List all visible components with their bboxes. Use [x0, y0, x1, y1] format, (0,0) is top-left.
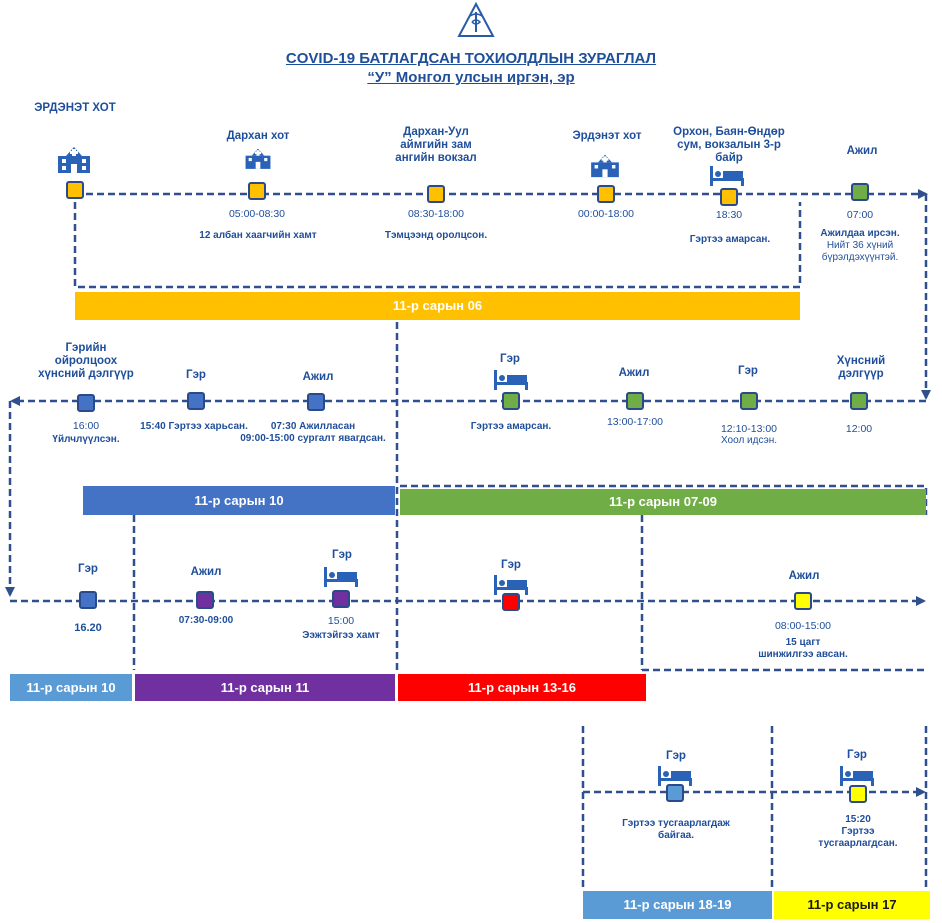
stop-node	[794, 592, 812, 610]
date-band: 11-р сарын 10	[83, 486, 395, 515]
stop-label: Гэр	[500, 353, 520, 365]
date-band: 11-р сарын 10	[10, 674, 132, 701]
stop-note: Гэртээ тусгаарлагдсан.	[818, 826, 898, 849]
stop-label: Гэр	[78, 563, 98, 575]
stop-note: 07:30 Ажилласан 09:00-15:00 сургалт яваг…	[240, 421, 386, 444]
stop-node	[307, 393, 325, 411]
stop-label: ЭРДЭНЭТ ХОТ	[34, 102, 116, 114]
bed-icon	[494, 370, 528, 390]
stop-note: 15:40 Гэртээ харьсан.	[140, 421, 248, 432]
date-band: 11-р сарын 06	[75, 292, 800, 320]
stop-node	[849, 785, 867, 803]
stop-node	[187, 392, 205, 410]
date-band: 11-р сарын 11	[135, 674, 395, 701]
stop-node	[850, 392, 868, 410]
stop-node	[79, 591, 97, 609]
date-band: 11-р сарын 18-19	[583, 891, 772, 919]
stop-time: 12:00	[845, 423, 873, 435]
stop-node	[626, 392, 644, 410]
stop-label: Гэр	[738, 365, 758, 377]
stop-time: 16.20	[74, 622, 102, 634]
stop-label: Гэр	[186, 369, 206, 381]
date-band: 11-р сарын 17	[774, 891, 930, 919]
hospital-icon	[591, 154, 619, 178]
stop-node	[196, 591, 214, 609]
stop-label: Орхон, Баян-Өндөр сум, вокзалын 3-р байр	[673, 126, 785, 164]
stop-label: Ажил	[788, 570, 820, 582]
stop-node	[720, 188, 738, 206]
stop-node	[502, 392, 520, 410]
stop-label: Ажил	[190, 566, 222, 578]
medical-emblem-icon	[457, 2, 495, 37]
bed-icon	[710, 166, 744, 186]
stop-time: 07:00	[846, 209, 874, 221]
stop-node	[666, 784, 684, 802]
stop-label: Дархан хот	[226, 130, 290, 142]
stop-time: 18:30	[715, 209, 743, 221]
stop-label: Гэр	[666, 750, 686, 762]
stop-note: Тэмцээнд оролцсон.	[384, 230, 488, 241]
stop-note: Хоол идсэн.	[720, 435, 777, 446]
stop-label: Гэр	[332, 549, 352, 561]
stop-time: 07:30-09:00	[178, 615, 234, 626]
page-subtitle: “У” Монгол улсын иргэн, эр	[367, 69, 575, 86]
row1-bracket	[73, 202, 802, 289]
stop-node	[740, 392, 758, 410]
stop-time: 08:30-18:00	[407, 208, 465, 220]
stop-label: Ажил	[618, 367, 650, 379]
stop-label: Хүнсний дэлгүүр	[836, 355, 886, 380]
stop-node	[248, 182, 266, 200]
stop-node	[66, 181, 84, 199]
stop-label: Ажил	[846, 145, 878, 157]
stop-label: Эрдэнэт хот	[572, 130, 642, 142]
hospital-icon	[58, 147, 90, 173]
stop-note: 15 цагт шинжилгээ авсан.	[758, 637, 848, 660]
bed-icon	[324, 567, 358, 587]
stop-note-bold: Ажилдаа ирсэн.	[820, 228, 900, 239]
stop-time: 15:00	[327, 615, 355, 627]
stop-time: 08:00-15:00	[774, 620, 832, 632]
stop-note: Ээжтэйгээ хамт	[302, 630, 380, 641]
bed-icon	[840, 766, 874, 786]
stop-node	[851, 183, 869, 201]
stop-node	[332, 590, 350, 608]
band-right-outline	[400, 484, 928, 515]
stop-label: Гэр	[847, 749, 867, 761]
stop-note: Гэртээ амарсан.	[470, 421, 552, 432]
stop-time: 16:00	[72, 420, 100, 432]
stop-time: 15:20	[845, 814, 871, 825]
stop-note: Нийт 36 хүний бүрэлдэхүүнтэй.	[821, 240, 899, 263]
stop-node	[427, 185, 445, 203]
stop-time: 13:00-17:00	[606, 416, 664, 428]
stop-label: Дархан-Уул аймгийн зам ангийн вокзал	[395, 126, 477, 164]
bed-icon	[658, 766, 692, 786]
stop-note: Үйлчлүүлсэн.	[52, 434, 120, 445]
date-band: 11-р сарын 07-09	[400, 489, 926, 515]
stop-time: 12:10-13:00	[720, 423, 778, 435]
stop-label: Ажил	[302, 371, 334, 383]
page-title: COVID-19 БАТЛАГДСАН ТОХИОЛДЛЫН ЗУРАГЛАЛ	[285, 50, 657, 67]
stop-note: Гэртээ амарсан.	[689, 234, 771, 245]
stop-node	[502, 593, 520, 611]
stop-label: Гэрийн ойролцоох хүнсний дэлгүүр	[38, 342, 134, 380]
stop-node	[597, 185, 615, 203]
date-band: 11-р сарын 13-16	[398, 674, 646, 701]
stop-time: 05:00-08:30	[228, 208, 286, 220]
stop-node	[77, 394, 95, 412]
stop-note: Гэртээ тусгаарлагдаж байгаа.	[622, 818, 730, 841]
stop-note: 12 албан хаагчийн хамт	[199, 230, 317, 241]
hospital-icon	[245, 148, 271, 169]
stop-time: 00:00-18:00	[577, 208, 635, 220]
stop-label: Гэр	[501, 559, 521, 571]
bed-icon	[494, 575, 528, 595]
